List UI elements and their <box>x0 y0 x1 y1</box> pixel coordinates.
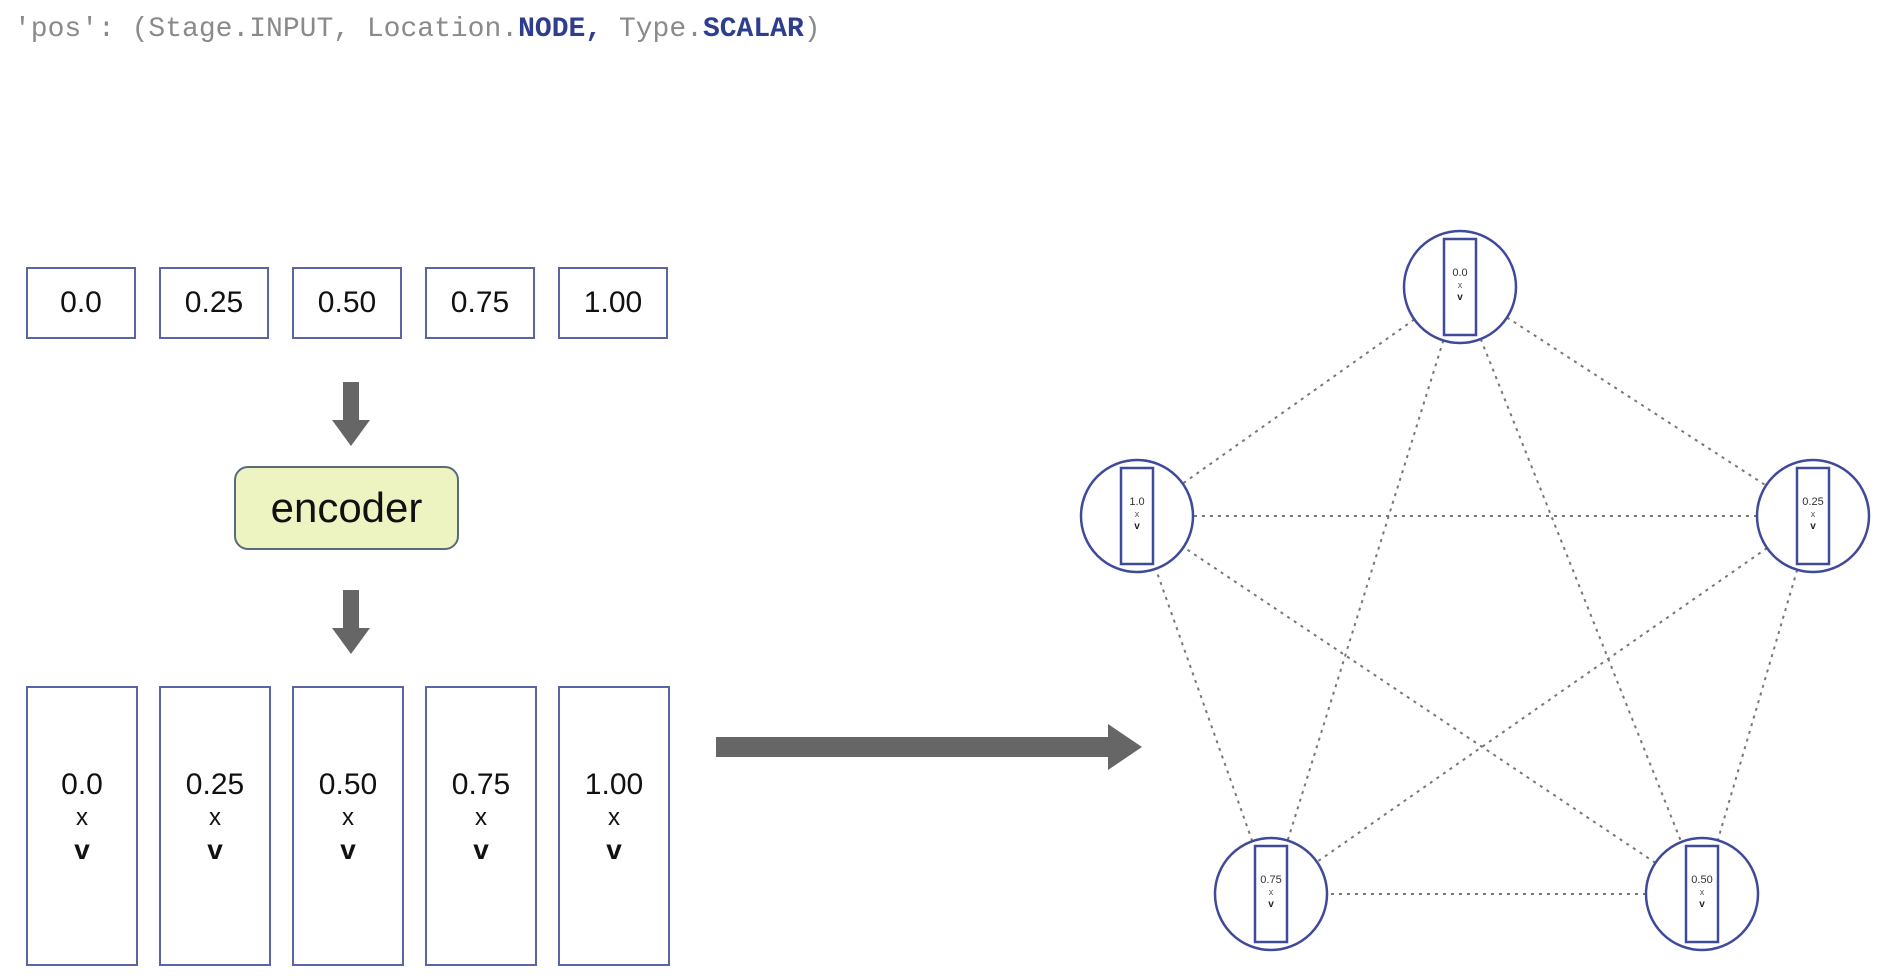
node-value: 1.0 <box>1129 496 1144 508</box>
code-annotation: 'pos': (Stage.INPUT, Location.NODE, Type… <box>14 14 821 45</box>
code-type-keyword: SCALAR <box>702 14 804 45</box>
encoded-box-2: 0.50 x v <box>292 686 404 966</box>
node-times: x <box>1135 509 1140 519</box>
node-times: x <box>1700 887 1705 897</box>
vector-symbol: v <box>74 834 90 865</box>
code-middle: Type. <box>602 14 703 45</box>
times-symbol: x <box>608 804 620 831</box>
times-symbol: x <box>76 804 88 831</box>
encoded-box-4: 1.00 x v <box>558 686 670 966</box>
graph-edge <box>1136 286 1461 517</box>
encoded-value: 1.00 <box>584 768 644 801</box>
node-vector: v <box>1699 899 1705 910</box>
encoded-box-0: 0.0 x v <box>26 686 138 966</box>
graph-edge <box>1136 515 1703 895</box>
node-value: 0.0 <box>1452 267 1467 279</box>
graph-edge <box>1270 286 1461 895</box>
code-prefix: 'pos': (Stage.INPUT, Location. <box>14 14 519 45</box>
code-location-keyword: NODE, <box>518 14 603 45</box>
vector-symbol: v <box>207 834 223 865</box>
node-times: x <box>1269 887 1274 897</box>
node-value: 0.25 <box>1802 496 1823 508</box>
node-times: x <box>1811 509 1816 519</box>
input-box-1: 0.25 <box>159 267 269 339</box>
encoded-value: 0.25 <box>185 768 245 801</box>
down-arrow-icon <box>332 590 370 654</box>
graph-node-1: 0.25 x v <box>1755 458 1871 574</box>
input-box-4: 1.00 <box>558 267 668 339</box>
graph-edge <box>1136 515 1272 895</box>
times-symbol: x <box>342 804 354 831</box>
node-vector: v <box>1268 899 1274 910</box>
input-box-3: 0.75 <box>425 267 535 339</box>
node-vector: v <box>1810 521 1816 532</box>
encoded-value: 0.0 <box>61 768 103 801</box>
encoder-box: encoder <box>234 466 459 550</box>
encoded-value: 0.50 <box>318 768 378 801</box>
node-value: 0.75 <box>1260 874 1281 886</box>
graph-edges <box>1136 286 1814 895</box>
graph-edge <box>1459 286 1703 895</box>
graph-edge <box>1459 286 1814 517</box>
code-suffix: ) <box>803 14 821 45</box>
node-vector: v <box>1457 292 1463 303</box>
graph-edge <box>1270 515 1814 895</box>
graph-node-4: 1.0 x v <box>1079 458 1195 574</box>
vector-symbol: v <box>473 834 489 865</box>
graph-node-2: 0.50 x v <box>1644 836 1760 952</box>
times-symbol: x <box>209 804 221 831</box>
encoded-value: 0.75 <box>451 768 511 801</box>
input-box-0: 0.0 <box>26 267 136 339</box>
vector-symbol: v <box>340 834 356 865</box>
encoded-box-3: 0.75 x v <box>425 686 537 966</box>
graph-node-0: 0.0 x v <box>1402 229 1518 345</box>
vector-symbol: v <box>606 834 622 865</box>
node-times: x <box>1458 280 1463 290</box>
right-arrow-icon <box>716 724 1142 770</box>
input-box-2: 0.50 <box>292 267 402 339</box>
graph-node-3: 0.75 x v <box>1213 836 1329 952</box>
down-arrow-icon <box>332 382 370 446</box>
times-symbol: x <box>475 804 487 831</box>
node-vector: v <box>1134 521 1140 532</box>
node-value: 0.50 <box>1691 874 1712 886</box>
encoded-box-1: 0.25 x v <box>159 686 271 966</box>
graph-edge <box>1701 515 1814 895</box>
